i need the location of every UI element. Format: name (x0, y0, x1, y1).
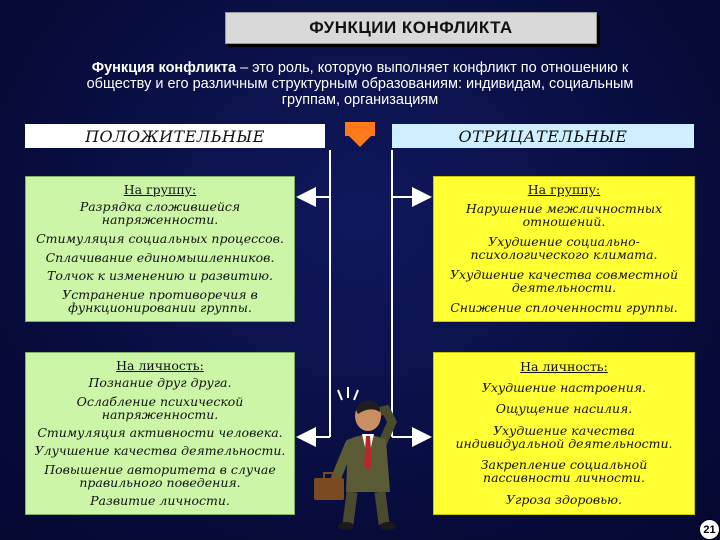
page-number: 21 (699, 519, 720, 540)
negative-personal-heading: На личность: (520, 359, 608, 375)
list-item: Ослабление психической напряженности. (76, 393, 244, 422)
positive-personal-heading: На личность: (116, 357, 204, 373)
list-item: Толчок к изменению и развитию. (46, 268, 274, 284)
list-item: Ухудшение настроения. (481, 379, 647, 395)
list-item: Развитие личности. (90, 493, 230, 509)
positive-group-box: На группу: Разрядка сложившейся напряжен… (25, 176, 295, 322)
list-item: Угроза здоровью. (506, 491, 622, 507)
list-item: Ухудшение социально-психологического кли… (470, 233, 658, 262)
definition-term: Функция конфликта (91, 60, 237, 76)
negative-group-box: На группу: Нарушение межличностных отнош… (433, 176, 695, 322)
list-item: Познание друг друга. (88, 375, 232, 391)
list-item: Повышение авторитета в случае правильног… (44, 461, 276, 490)
definition-text: Функция конфликта – это роль, которую вы… (60, 60, 660, 108)
list-item: Стимуляция активности человека. (37, 424, 283, 440)
list-item: Нарушение межличностных отношений. (465, 201, 663, 230)
list-item: Ощущение насилия. (495, 401, 633, 417)
list-item: Ухудшение качества совместной деятельнос… (449, 266, 679, 295)
list-item: Сплачивание единомышленников. (45, 249, 275, 265)
negative-header: ОТРИЦАТЕЛЬНЫЕ (392, 124, 694, 148)
positive-group-heading: На группу: (123, 181, 197, 197)
definition-body: – это роль, которую выполняет конфликт п… (86, 60, 634, 108)
positive-personal-box: На личность: Познание друг друга. Ослабл… (25, 352, 295, 515)
list-item: Снижение сплоченности группы. (450, 299, 678, 315)
list-item: Устранение противоречия в функционирован… (62, 287, 258, 316)
negative-group-heading: На группу: (527, 182, 601, 198)
list-item: Разрядка сложившейся напряженности. (79, 199, 241, 228)
positive-header: ПОЛОЖИТЕЛЬНЫЕ (25, 124, 325, 148)
confused-businessman-illustration (314, 387, 397, 530)
list-item: Ухудшение качества индивидуальной деятел… (455, 422, 673, 451)
list-item: Улучшение качества деятельности. (34, 443, 286, 459)
list-item: Закрепление социальной пассивности лично… (480, 457, 648, 486)
down-arrow-icon (345, 122, 375, 147)
list-item: Стимуляция социальных процессов. (36, 231, 284, 247)
slide-title: ФУНКЦИИ КОНФЛИКТА (225, 12, 597, 44)
negative-personal-box: На личность: Ухудшение настроения. Ощуще… (433, 352, 695, 515)
